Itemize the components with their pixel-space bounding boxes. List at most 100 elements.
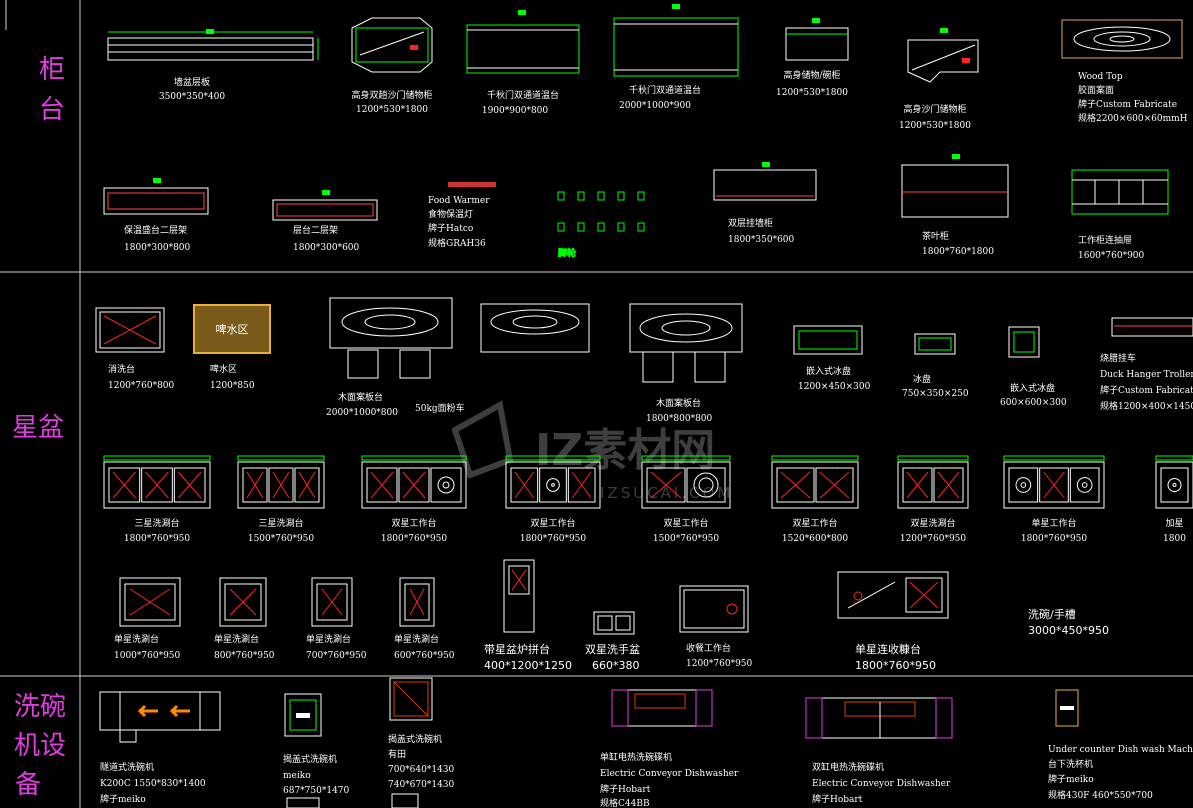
item-undercounter-dishwasher: Under counter Dish wash Machine 台下洗杯机 牌子… xyxy=(1048,689,1193,801)
item-wood-board-table-3: 木面案板台 1800*800*800 xyxy=(629,303,743,424)
item-wood-board-table-1: 木面案板台 2000*1000*800 xyxy=(326,297,453,418)
item-hood-dishwasher-meiko: 揭盖式洗碗机 meiko 687*750*1470 xyxy=(283,693,350,808)
label-name: 工作柜连抽屉 xyxy=(1078,234,1132,246)
item-wood-board-table-2 xyxy=(480,303,590,353)
item-tea-cabinet: 茶叶柜 1800*760*1800 xyxy=(901,154,1009,257)
label-name: 洗碗/手槽 xyxy=(1028,607,1076,621)
label-name: 千秋门双通道温台 xyxy=(487,89,559,101)
item-duck-hanger: 烧腊挂车 Duck Hanger Troller 牌子Custom Fabric… xyxy=(1100,317,1193,412)
item-tall-dish-cabinet: 高身储物/碗柜 1200*530*1800 xyxy=(776,18,849,98)
sink-table: 双星工作台 1800*760*950 xyxy=(361,455,467,544)
label-name: 茶叶柜 xyxy=(922,230,949,242)
item-tall-cabinet-2: 高身沙门储物柜 1200*530*1800 xyxy=(899,28,979,131)
label-name: 双星工作台 xyxy=(792,517,837,529)
label-size: 800*760*950 xyxy=(214,651,275,661)
label-name: 脚轮 xyxy=(558,247,576,259)
item-two-tier-shelf: 层台二层架 1800*300*600 xyxy=(272,190,378,253)
item-warming-table-2: 千秋门双通道温台 2000*1000*900 xyxy=(613,4,739,111)
item-double-tank-conveyor: 双缸电热洗碗碟机 Electric Conveyor Dishwasher 牌子… xyxy=(805,697,953,805)
row4-sink-tables: 三星洗涮台1800*760*950三星洗涮台1500*760*950双星工作台1… xyxy=(103,455,1193,544)
label-size: 1200*760*950 xyxy=(900,534,967,544)
label-name: 烧腊挂车 xyxy=(1100,352,1136,364)
label-size: 1800*760*950 xyxy=(520,534,587,544)
label-name: 双层挂墙柜 xyxy=(728,217,773,229)
item-casters: 脚轮 xyxy=(557,191,645,260)
label-name: 嵌入式冰盘 xyxy=(1010,382,1055,394)
label-size: 1800*760*950 xyxy=(381,534,448,544)
label-name: 三星洗涮台 xyxy=(258,517,303,529)
label-size: 1800*760*1800 xyxy=(922,247,994,257)
label-size: 1800 xyxy=(1163,534,1186,544)
item-wall-cabinet: 双层挂墙柜 1800*350*600 xyxy=(713,162,817,245)
label-size: 1800*760*950 xyxy=(124,534,191,544)
label-size: 1800*350*600 xyxy=(728,235,795,245)
sink-table: 双星洗涮台 1200*760*950 xyxy=(897,455,969,544)
label-name: 高身储物/碗柜 xyxy=(783,69,840,81)
label-name: Wood Top xyxy=(1078,72,1123,82)
label-line3: 牌子Hobart xyxy=(812,793,863,805)
item-food-warmer: Food Warmer 食物保温灯 牌子Hatco 规格GRAH36 xyxy=(428,182,496,249)
label-name: 单星连收糠台 xyxy=(855,642,921,656)
label-size: 1500*760*950 xyxy=(653,534,720,544)
label-name: 啤水区 xyxy=(210,363,237,375)
label-name: 揭盖式洗碗机 xyxy=(283,753,337,765)
label-name: 高身双趟沙门储物柜 xyxy=(351,89,432,101)
label-name: 单星工作台 xyxy=(1031,517,1076,529)
label-size: 1600*760*900 xyxy=(1078,251,1145,261)
label-name: 墙盆层板 xyxy=(174,76,210,88)
label-line3: 牌子Hobart xyxy=(600,783,651,795)
label-name: 双星工作台 xyxy=(663,517,708,529)
label-line3: 牌子meiko xyxy=(1048,773,1094,785)
label-size: 3500*350*400 xyxy=(159,92,226,102)
label-line3: 牌子Hatco xyxy=(428,222,473,234)
label-name: 层台二层架 xyxy=(293,224,338,236)
label-line4: 规格C44BB xyxy=(600,797,650,808)
label-size: 600×600×300 xyxy=(1000,398,1067,408)
label-size: 660*380 xyxy=(592,659,640,672)
label-name: 双星工作台 xyxy=(391,517,436,529)
item-burner-sink-combo: 带星盆炉拼台 400*1200*1250 xyxy=(484,559,572,672)
label-size: 1200*530*1800 xyxy=(356,105,428,115)
label-size: 1200*530*1800 xyxy=(899,121,971,131)
label-line4: 740*670*1430 xyxy=(388,780,455,790)
label-name: 收餐工作台 xyxy=(686,642,731,654)
label-size: 2000*1000*800 xyxy=(326,408,398,418)
item-warming-table-1: 千秋门双通道温台 1900*900*800 xyxy=(466,10,580,116)
label-name: 嵌入式冰盘 xyxy=(806,365,851,377)
label-line4: 规格GRAH36 xyxy=(428,237,486,249)
category-sink: 星盆 xyxy=(12,413,64,443)
category-dishwasher-line2: 机设 xyxy=(14,731,66,761)
label-size: 1800*300*600 xyxy=(293,243,360,253)
label-name: 单星洗涮台 xyxy=(214,633,259,645)
label-name: 双星洗手盆 xyxy=(585,642,640,656)
label-size: 3000*450*950 xyxy=(1028,624,1109,637)
label-line4: 规格1200×400×1450mmH xyxy=(1100,400,1193,412)
label-size: 1200*530*1800 xyxy=(776,88,848,98)
item-single-tank-conveyor: 单缸电热洗碗碟机 Electric Conveyor Dishwasher 牌子… xyxy=(600,689,739,808)
label-name: 单星洗涮台 xyxy=(114,633,159,645)
label-name: 单星洗涮台 xyxy=(394,633,439,645)
label-name: 木面案板台 xyxy=(656,397,701,409)
label-size: 1800*800*800 xyxy=(646,414,713,424)
label-size: 1200*760*950 xyxy=(686,659,753,669)
label-size: 1800*760*950 xyxy=(1021,534,1088,544)
label-name: 消洗台 xyxy=(108,363,135,375)
label-name: 带星盆炉拼台 xyxy=(484,642,550,656)
label-line3: 687*750*1470 xyxy=(283,786,350,796)
label-name: 单缸电热洗碗碟机 xyxy=(600,751,672,763)
row5-sink-tables: 单星洗涮台1000*760*950单星洗涮台800*760*950单星洗涮台70… xyxy=(114,577,455,661)
label-line3: 700*640*1430 xyxy=(388,765,455,775)
label-line4: 规格2200×600×60mmH xyxy=(1078,112,1188,124)
label-line4: 规格430F 460*550*700 xyxy=(1048,789,1153,801)
label-name: 双星洗涮台 xyxy=(910,517,955,529)
label-name: Food Warmer xyxy=(428,196,490,206)
item-warming-shelf: 保温盛台二层架 1800*300*800 xyxy=(103,178,209,253)
item-collection-table: 收餐工作台 1200*760*950 xyxy=(679,585,753,669)
